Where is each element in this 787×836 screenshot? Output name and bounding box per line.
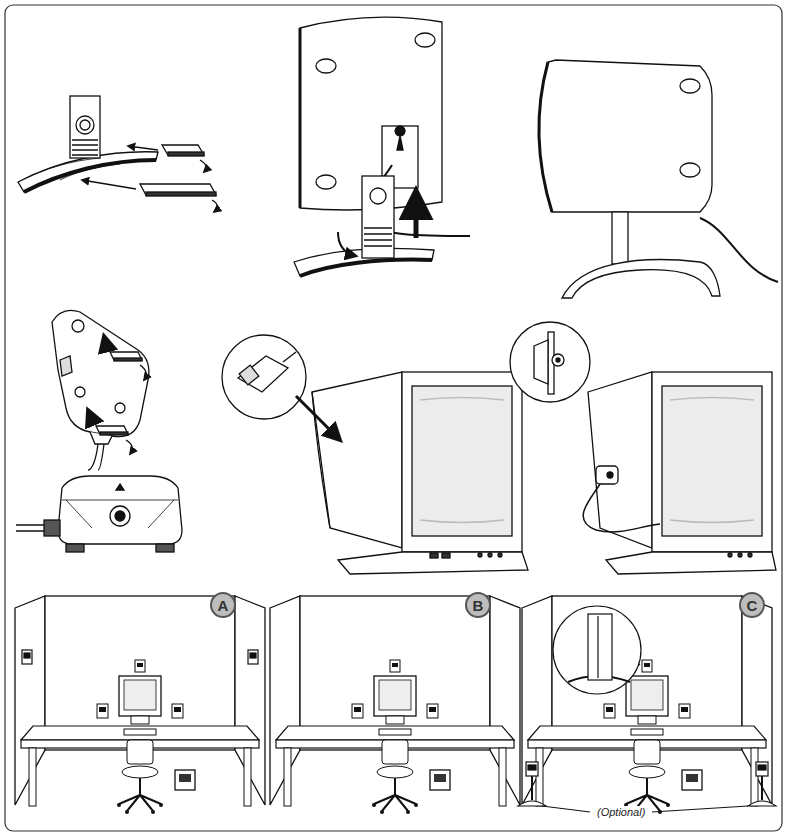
callout-letter: C bbox=[747, 598, 758, 613]
callout-circle: C bbox=[739, 592, 765, 618]
callout-letter: B bbox=[473, 598, 484, 613]
callout-circle: A bbox=[210, 592, 236, 618]
callout-circle: B bbox=[465, 592, 491, 618]
callout-letter: A bbox=[218, 598, 229, 613]
note-label: (Optional) bbox=[595, 806, 647, 818]
